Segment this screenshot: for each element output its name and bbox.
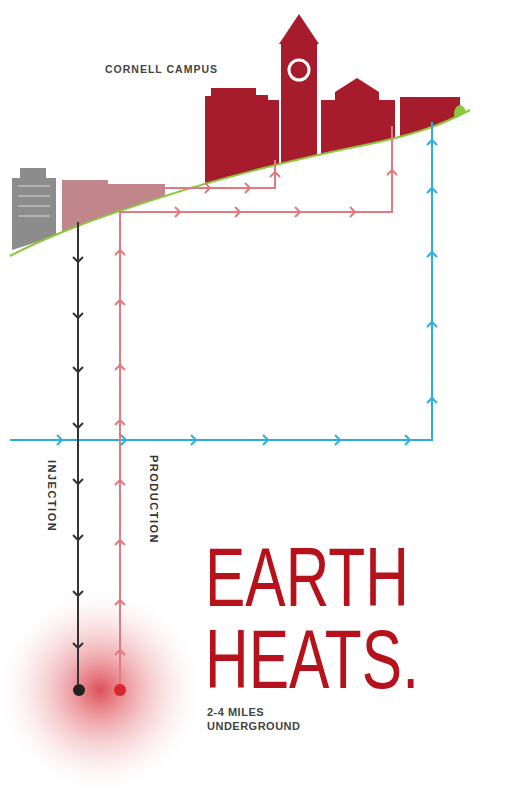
headline: EARTH HEATS. <box>205 536 428 700</box>
campus-label: CORNELL CAMPUS <box>105 63 218 76</box>
flow-arrow <box>270 172 280 177</box>
clock-face <box>289 60 309 80</box>
injection-end <box>73 684 85 696</box>
flow-arrow <box>335 435 340 445</box>
flow-arrow <box>205 183 210 193</box>
flow-arrow <box>121 435 126 445</box>
flow-arrow <box>73 535 83 540</box>
water-line <box>10 122 432 440</box>
flow-arrow <box>235 207 240 217</box>
production-end <box>114 684 126 696</box>
flow-arrow <box>245 183 250 193</box>
flow-arrow <box>350 207 355 217</box>
flow-arrow <box>115 480 125 485</box>
flow-arrow <box>427 398 437 403</box>
flow-arrow <box>73 367 83 372</box>
flow-arrow <box>427 322 437 327</box>
injection-label: INJECTION <box>44 460 58 532</box>
flow-arrow <box>427 252 437 257</box>
flow-arrow <box>73 313 83 318</box>
flow-arrow <box>175 207 180 217</box>
injection-well <box>77 222 79 684</box>
flow-arrow <box>115 365 125 370</box>
flow-arrow <box>57 435 62 445</box>
flow-arrow <box>387 170 397 175</box>
flow-arrow <box>427 188 437 193</box>
flow-arrow <box>427 140 437 145</box>
flow-arrow <box>115 250 125 255</box>
flow-arrow <box>405 435 410 445</box>
flow-arrow <box>115 600 125 605</box>
production-branch <box>165 160 275 188</box>
flow-arrow <box>263 435 268 445</box>
flow-arrow <box>115 650 125 655</box>
flow-arrow <box>295 207 300 217</box>
flow-arrow <box>115 420 125 425</box>
flow-arrow <box>191 435 196 445</box>
flow-arrow <box>73 423 83 428</box>
production-label: PRODUCTION <box>146 455 160 544</box>
heat-glow <box>0 585 205 795</box>
flow-arrow <box>73 479 83 484</box>
flow-arrow <box>73 257 83 262</box>
flow-arrow <box>115 300 125 305</box>
flow-arrow <box>115 540 125 545</box>
flow-arrow <box>73 591 83 596</box>
flow-arrow <box>73 643 83 648</box>
depth-label: 2-4 MILES UNDERGROUND <box>207 706 307 734</box>
